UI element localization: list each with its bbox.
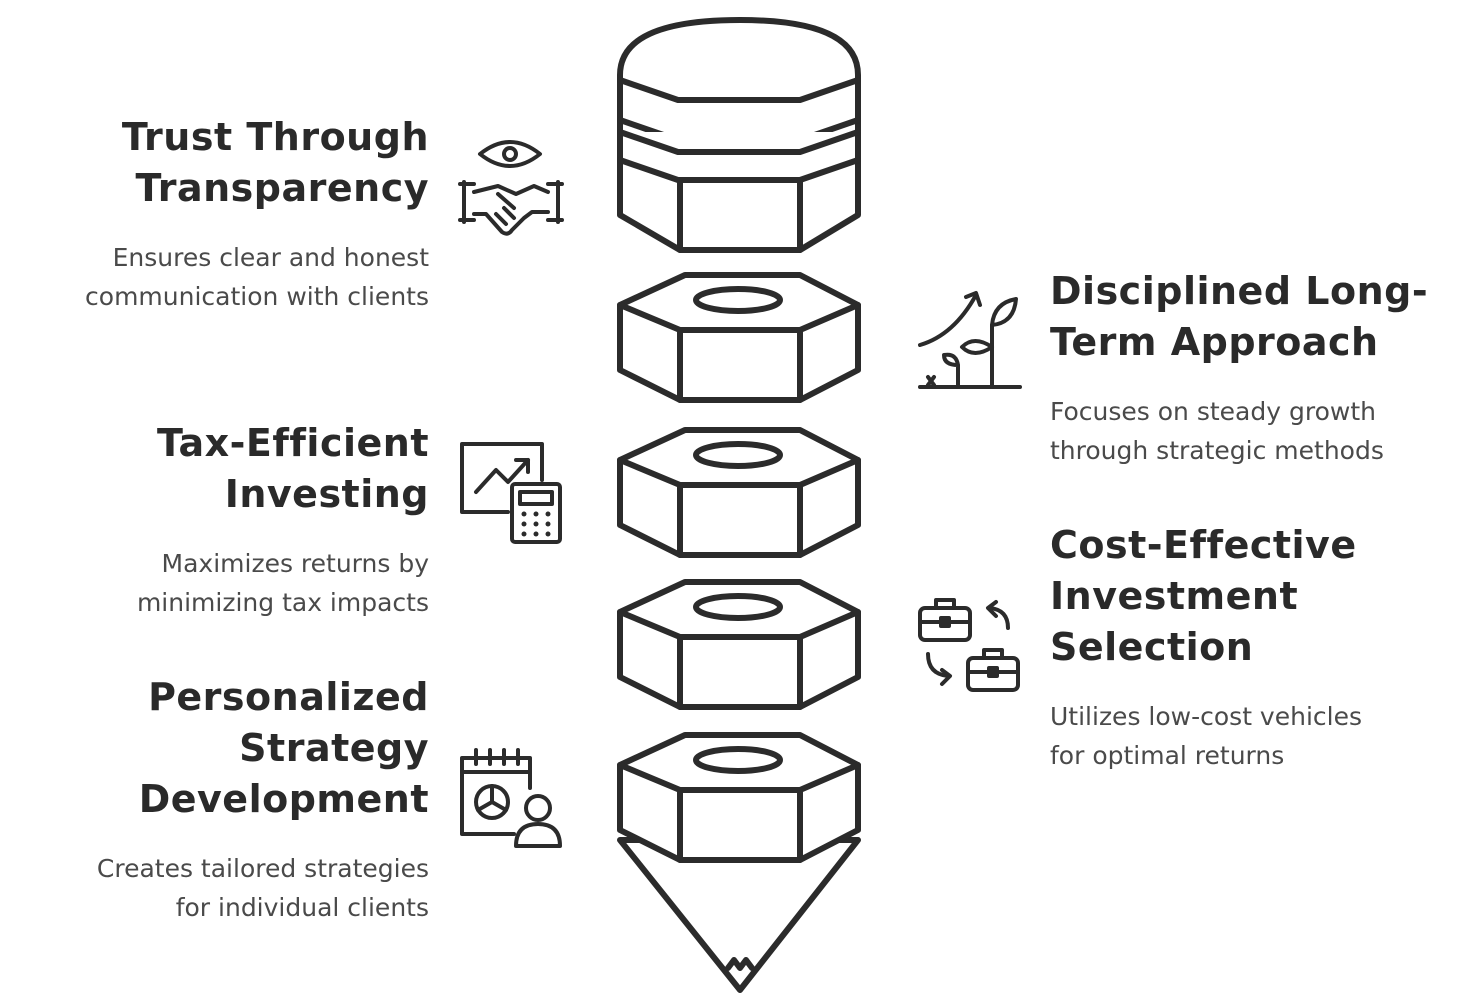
- desc-line: minimizing tax impacts: [136, 588, 429, 617]
- desc-line: for optimal returns: [1050, 741, 1285, 770]
- title-line: Trust Through: [121, 115, 429, 159]
- stacked-nuts-pencil-illustration: [617, 17, 861, 993]
- item-personalized-strategy-development: Personalized Strategy Development Create…: [97, 672, 429, 927]
- desc-line: Focuses on steady growth: [1050, 397, 1376, 426]
- item-disciplined-long-term-approach: Disciplined Long- Term Approach Focuses …: [1050, 266, 1428, 470]
- nut-3: [617, 579, 861, 710]
- item-description: Focuses on steady growth through strateg…: [1050, 392, 1428, 470]
- title-line: Tax-Efficient: [156, 421, 429, 465]
- chart-calculator-icon: [458, 440, 568, 548]
- nut-4-pencil-tip: [617, 732, 861, 993]
- growing-plant-icon: [914, 285, 1024, 395]
- title-line: Transparency: [135, 166, 429, 210]
- title-line: Strategy: [239, 726, 429, 770]
- desc-line: Maximizes returns by: [161, 549, 429, 578]
- title-line: Personalized: [148, 675, 429, 719]
- item-title: Cost-Effective Investment Selection: [1050, 520, 1362, 673]
- title-line: Disciplined Long-: [1050, 269, 1429, 313]
- title-line: Investing: [224, 472, 429, 516]
- desc-line: through strategic methods: [1050, 436, 1384, 465]
- calendar-person-icon: [458, 746, 568, 854]
- desc-line: Creates tailored strategies: [96, 854, 429, 883]
- title-line: Cost-Effective: [1050, 523, 1357, 567]
- desc-line: for individual clients: [175, 893, 429, 922]
- item-cost-effective-investment-selection: Cost-Effective Investment Selection Util…: [1050, 520, 1362, 775]
- desc-line: Utilizes low-cost vehicles: [1050, 702, 1362, 731]
- item-title: Disciplined Long- Term Approach: [1050, 266, 1428, 368]
- item-description: Creates tailored strategies for individu…: [97, 849, 429, 927]
- item-description: Utilizes low-cost vehicles for optimal r…: [1050, 697, 1362, 775]
- desc-line: Ensures clear and honest: [112, 243, 429, 272]
- briefcase-exchange-icon: [914, 594, 1024, 698]
- item-description: Ensures clear and honest communication w…: [85, 238, 429, 316]
- title-line: Selection: [1050, 625, 1254, 669]
- nut-1: [617, 272, 861, 403]
- title-line: Term Approach: [1050, 320, 1379, 364]
- top-cap: [617, 17, 861, 253]
- desc-line: communication with clients: [85, 282, 429, 311]
- item-title: Personalized Strategy Development: [97, 672, 429, 825]
- item-trust-through-transparency: Trust Through Transparency Ensures clear…: [85, 112, 429, 316]
- nut-2: [617, 427, 861, 558]
- title-line: Investment: [1050, 574, 1299, 618]
- item-title: Trust Through Transparency: [85, 112, 429, 214]
- title-line: Development: [138, 777, 429, 821]
- item-title: Tax-Efficient Investing: [137, 418, 429, 520]
- item-description: Maximizes returns by minimizing tax impa…: [137, 544, 429, 622]
- eye-handshake-icon: [458, 132, 564, 242]
- item-tax-efficient-investing: Tax-Efficient Investing Maximizes return…: [137, 418, 429, 622]
